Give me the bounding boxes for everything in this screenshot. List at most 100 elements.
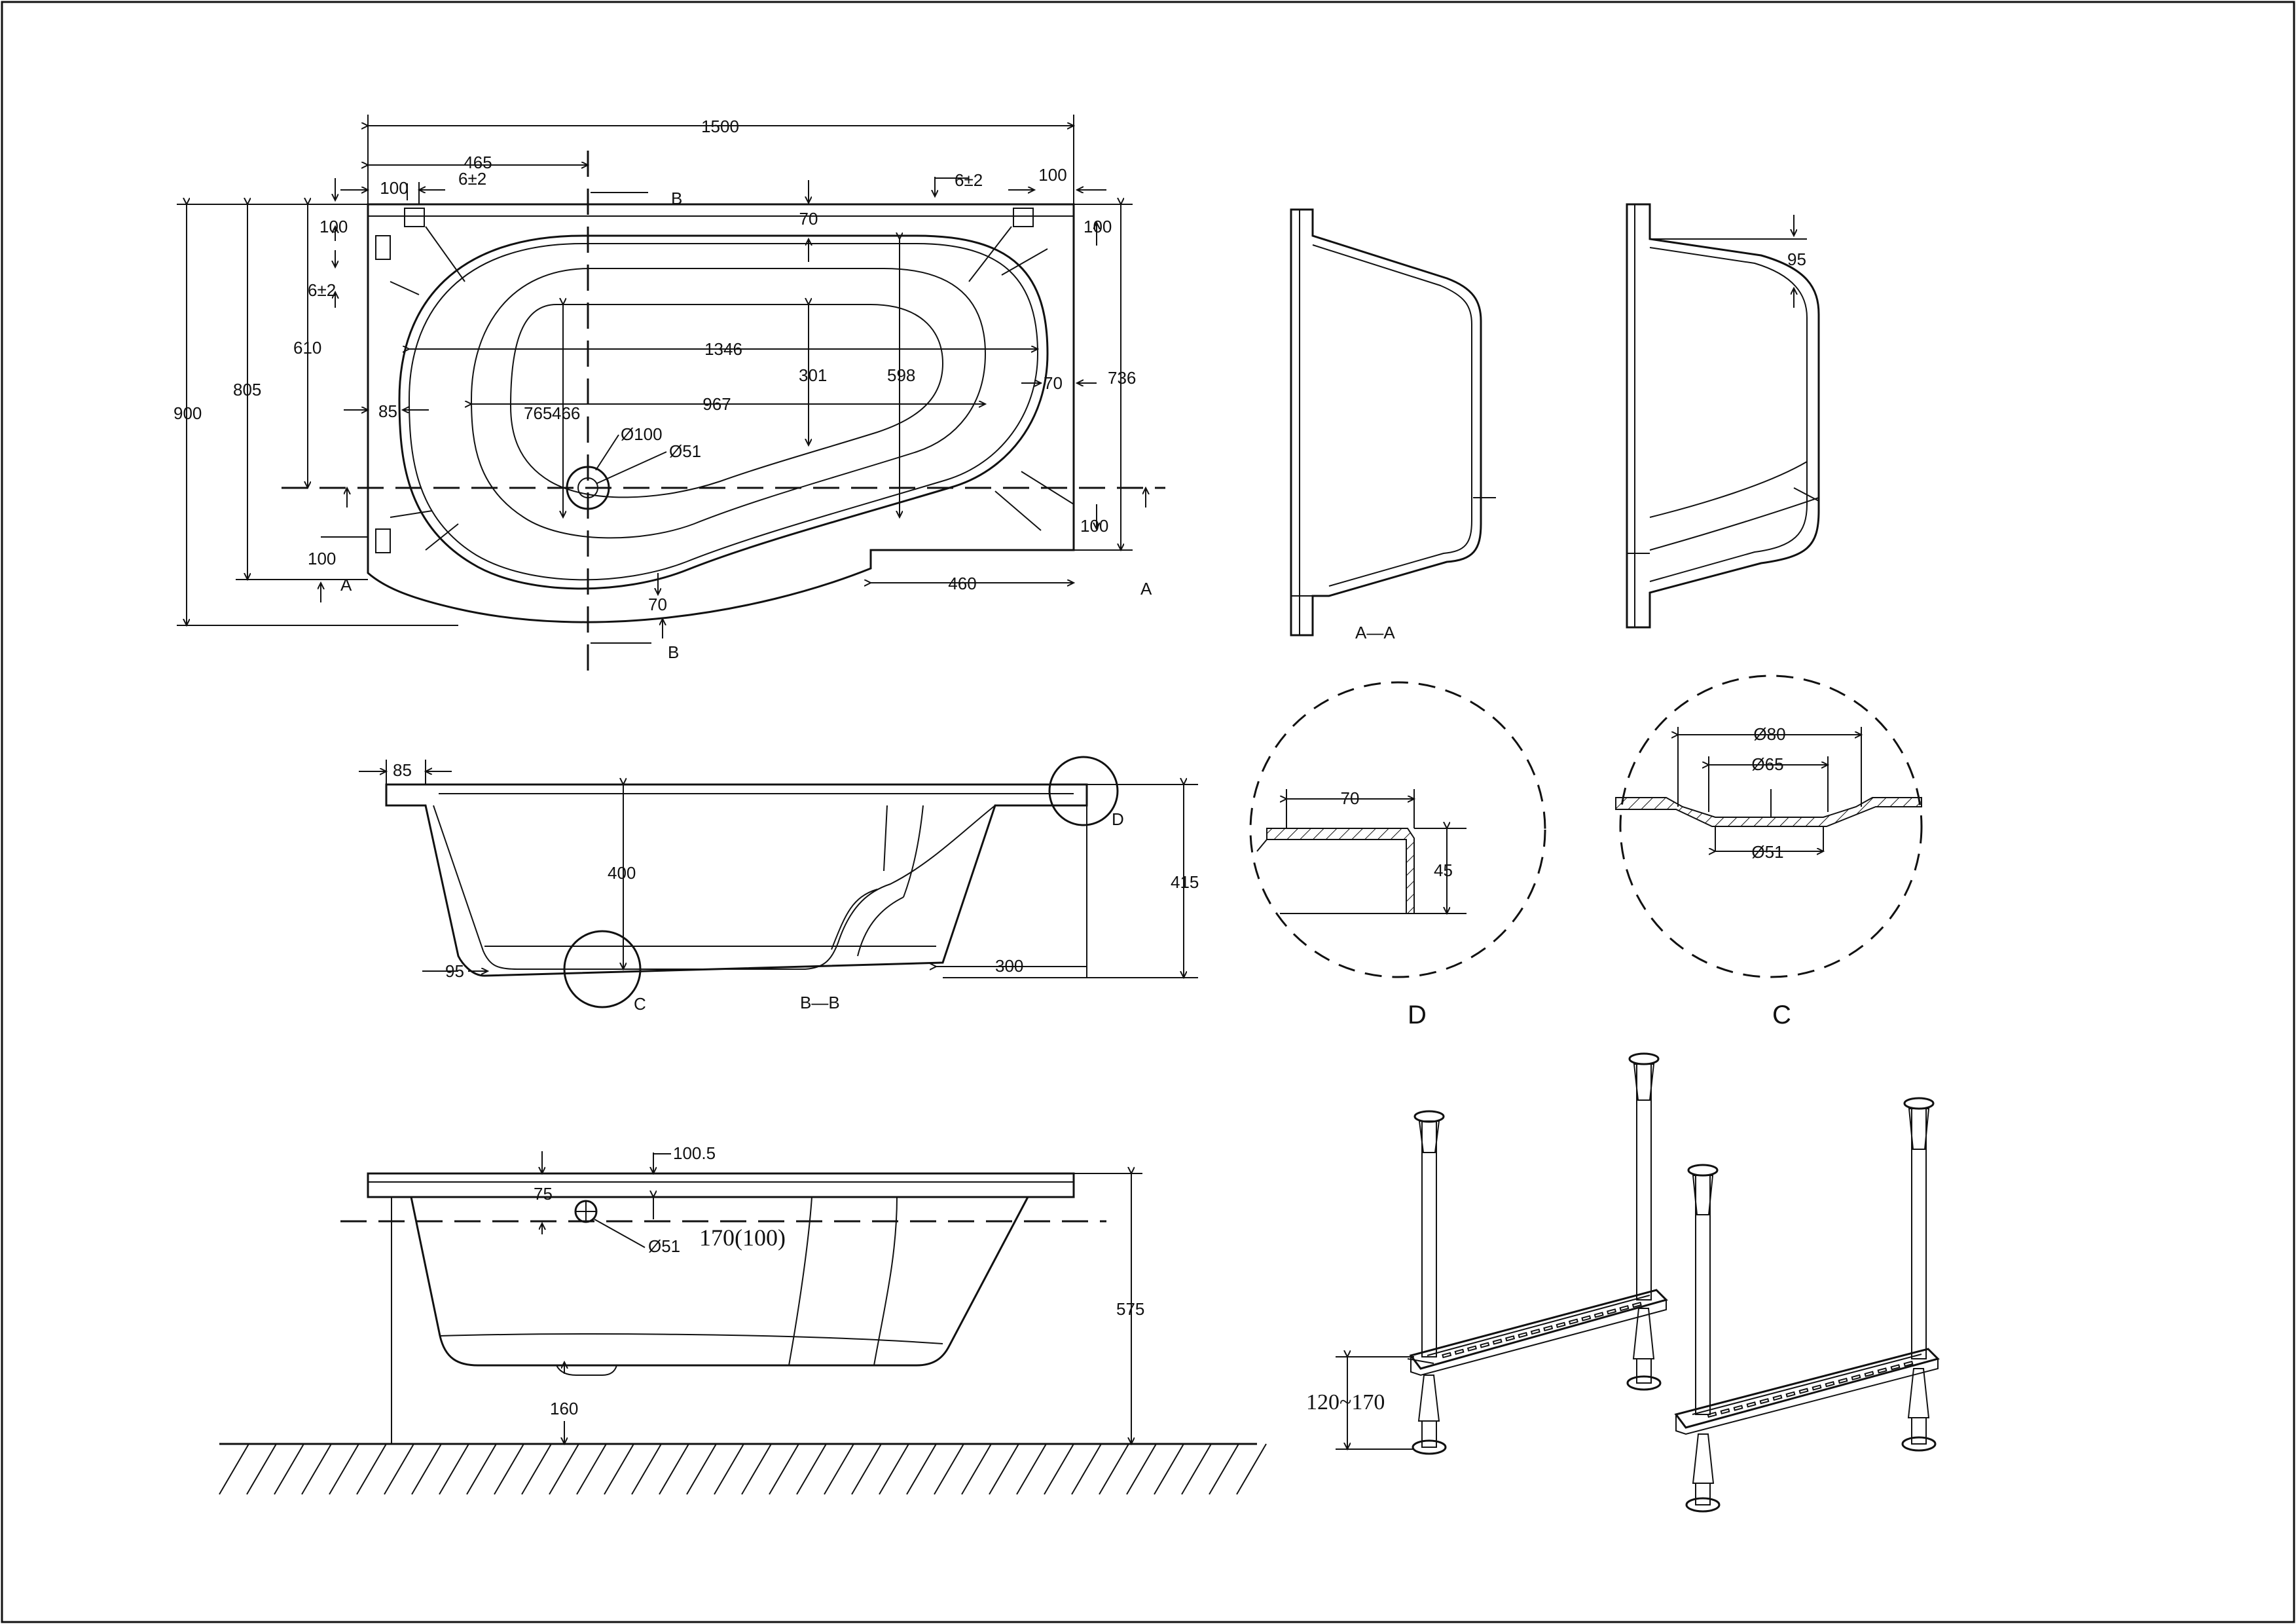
leg-frame-assembly: 120~170 [1306,1052,1940,1513]
ground-hatch-line [549,1443,579,1495]
dim-70-right: 70 [1044,373,1063,393]
right-leg-frame [1674,1097,1940,1513]
frame-slot [1903,1360,1914,1367]
left-frame-slots [1442,1301,1642,1359]
ground-hatch-line [356,1443,387,1495]
ground-hatch-line [741,1443,772,1495]
ground-hatch-line [851,1443,882,1495]
ground-hatch-line [686,1443,717,1495]
dim-400: 400 [608,863,636,883]
dim-967: 967 [702,394,731,414]
ground-hatch-line [714,1443,744,1495]
frame-slot [1631,1301,1642,1308]
ground-hatch-line [961,1443,992,1495]
right-frame-slots [1707,1360,1914,1418]
detail-c-marker: C [634,994,646,1014]
ground-hatch-line [934,1443,964,1495]
dim-95-aa: 95 [1787,249,1806,269]
frame-slot [1864,1371,1874,1377]
ground-hatch-line [604,1443,634,1495]
overflow-label: 170(100) [699,1225,786,1251]
dim-160: 160 [550,1399,578,1418]
ground-hatch-line [1181,1443,1212,1495]
frame-slot [1733,1405,1743,1411]
ground-hatch-line [1016,1443,1047,1495]
frame-slot [1442,1352,1452,1359]
ground-hatch-line [439,1443,469,1495]
section-a-right: A [1140,579,1152,599]
frame-slot [1707,1411,1717,1418]
dim-100-ul: 100 [319,217,348,236]
ground-hatching [219,1443,1267,1495]
frame-slot [1530,1328,1540,1335]
ground-hatch-line [796,1443,827,1495]
frame-slot [1785,1391,1796,1397]
ground-hatch-line [1126,1443,1157,1495]
frame-slot [1607,1308,1617,1315]
frame-slot [1746,1401,1757,1408]
frame-slot [1568,1318,1578,1325]
dim-805: 805 [233,380,261,399]
dim-765: 765 [524,403,552,423]
dim-301: 301 [799,365,827,385]
left-leg-frame [1407,1052,1668,1455]
dim-70-bottom: 70 [648,595,667,614]
dim-465: 465 [464,153,492,172]
ground-hatch-line [989,1443,1019,1495]
dia-51-side: Ø51 [648,1236,680,1256]
ground-hatch-line [521,1443,552,1495]
ground-hatch-line [879,1443,909,1495]
frame-slot [1759,1397,1770,1405]
detail-d-marker: D [1112,809,1124,829]
dim-466: 466 [552,403,580,423]
frame-slot [1518,1331,1528,1338]
ground-hatch-line [494,1443,524,1495]
side-elevation-view: 100.5 75 Ø51 170(100) 575 160 [219,1143,1267,1495]
ground-hatch-line [301,1443,332,1495]
section-a-a-label: A—A [1355,623,1395,642]
frame-slot [1480,1342,1490,1348]
dia-65: Ø65 [1751,754,1783,774]
dim-100-ll: 100 [308,549,336,568]
dim-6pm2-right: 6±2 [955,170,983,190]
ground-hatch-line [329,1443,359,1495]
section-a-a-view: A—A 95 [1290,203,1820,642]
dia-80: Ø80 [1753,724,1785,744]
frame-slot [1619,1304,1630,1312]
detail-c-label: C [1772,1001,1791,1029]
ground-hatch-line [1236,1443,1267,1495]
frame-slot [1543,1325,1554,1332]
dim-900: 900 [173,403,202,423]
ground-hatch-line [576,1443,607,1495]
section-b-top: B [671,189,682,208]
ground-hatch-line [274,1443,304,1495]
section-a-left: A [340,575,352,595]
dim-95-bb: 95 [445,961,464,981]
ground-hatch-line [824,1443,854,1495]
ground-hatch-line [769,1443,799,1495]
dim-70-d: 70 [1341,788,1360,808]
leg-adjust-range: 120~170 [1306,1390,1385,1414]
ground-hatch-line [466,1443,497,1495]
dim-100-5: 100.5 [673,1143,716,1163]
ground-hatch-line [246,1443,277,1495]
frame-slot [1581,1315,1592,1321]
dim-300: 300 [995,956,1023,976]
ground-hatch-line [384,1443,414,1495]
ground-hatch-line [906,1443,937,1495]
ground-hatch-line [1209,1443,1239,1495]
top-plan-view: 1500 465 100 6±2 B 6±2 100 70 900 805 61… [173,115,1165,674]
ground-hatch-line [1071,1443,1102,1495]
frame-slot [1556,1321,1566,1329]
dim-598: 598 [887,365,915,385]
dia-51-top: Ø51 [669,441,701,461]
frame-slot [1505,1335,1516,1342]
section-b-b-view: D C 85 400 415 300 95 B—B [359,756,1199,1014]
frame-slot [1492,1338,1503,1345]
ground-hatch-line [219,1443,249,1495]
ground-hatch-line [631,1443,662,1495]
dim-70-top: 70 [799,209,818,229]
ground-hatch-line [1044,1443,1074,1495]
